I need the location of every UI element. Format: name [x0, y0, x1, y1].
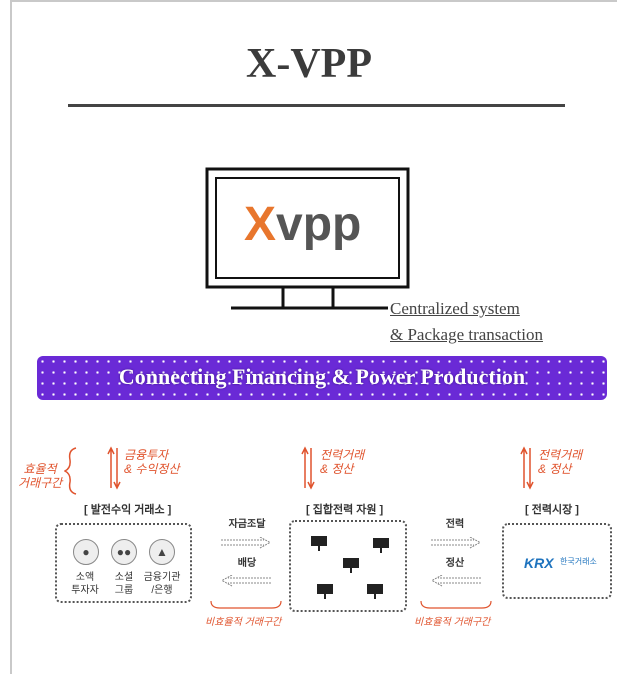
krx-subtitle: 한국거래소	[560, 557, 597, 566]
bracket-icon	[420, 600, 492, 609]
funding-label: 자금조달	[228, 519, 266, 530]
left-arrow-icon	[430, 575, 481, 587]
right-arrow-icon	[221, 537, 272, 549]
person-icon: ●	[73, 539, 99, 565]
col2-arrow-label: 전력거래& 정산	[320, 448, 365, 476]
power-market-box: KRX 한국거래소	[502, 523, 612, 599]
col2-section-title: [ 집합전력 자원 ]	[306, 504, 384, 516]
monitor-icon	[205, 167, 410, 310]
col1-arrow-label: 금융투자& 수익정산	[124, 448, 180, 476]
inefficient-zone-label: 비효율적 거래구간	[205, 617, 282, 628]
settlement-label: 정산	[445, 558, 465, 569]
bank-icon: ▲	[149, 539, 175, 565]
col3-arrow-label: 전력거래& 정산	[538, 448, 583, 476]
power-label: 전력	[445, 519, 465, 530]
aggregated-resource-box	[289, 520, 407, 612]
caption-line1: Centralized system	[390, 299, 520, 318]
logo-mark: X	[244, 198, 277, 251]
dividend-label: 배당	[237, 558, 257, 569]
logo-text: vpp	[276, 198, 362, 251]
right-arrow-icon	[431, 537, 482, 549]
group-icon: ●●	[111, 539, 137, 565]
bracket-icon	[210, 600, 282, 609]
krx-logo: KRX	[524, 555, 554, 571]
xvpp-logo: Xvpp	[244, 200, 361, 250]
page-frame	[10, 0, 617, 674]
banner-text: Connecting Financing & Power Production	[118, 364, 526, 389]
updown-arrow-icon	[520, 446, 534, 490]
updown-arrow-icon	[107, 446, 121, 490]
brace-icon	[64, 447, 77, 495]
updown-arrow-icon	[301, 446, 315, 490]
icon-label: 금융기관/은행	[143, 572, 181, 596]
col1-section-title: [ 발전수익 거래소 ]	[84, 504, 172, 516]
caption-line2: & Package transaction	[390, 325, 543, 344]
financing-banner: Connecting Financing & Power Production	[37, 356, 607, 400]
left-arrow-icon	[220, 575, 271, 587]
inefficient-zone-label: 비효율적 거래구간	[414, 617, 491, 628]
page-title: X-VPP	[246, 41, 372, 87]
solar-panel-icons	[311, 536, 389, 599]
col3-section-title: [ 전력시장 ]	[525, 504, 579, 516]
title-underline	[68, 104, 565, 107]
